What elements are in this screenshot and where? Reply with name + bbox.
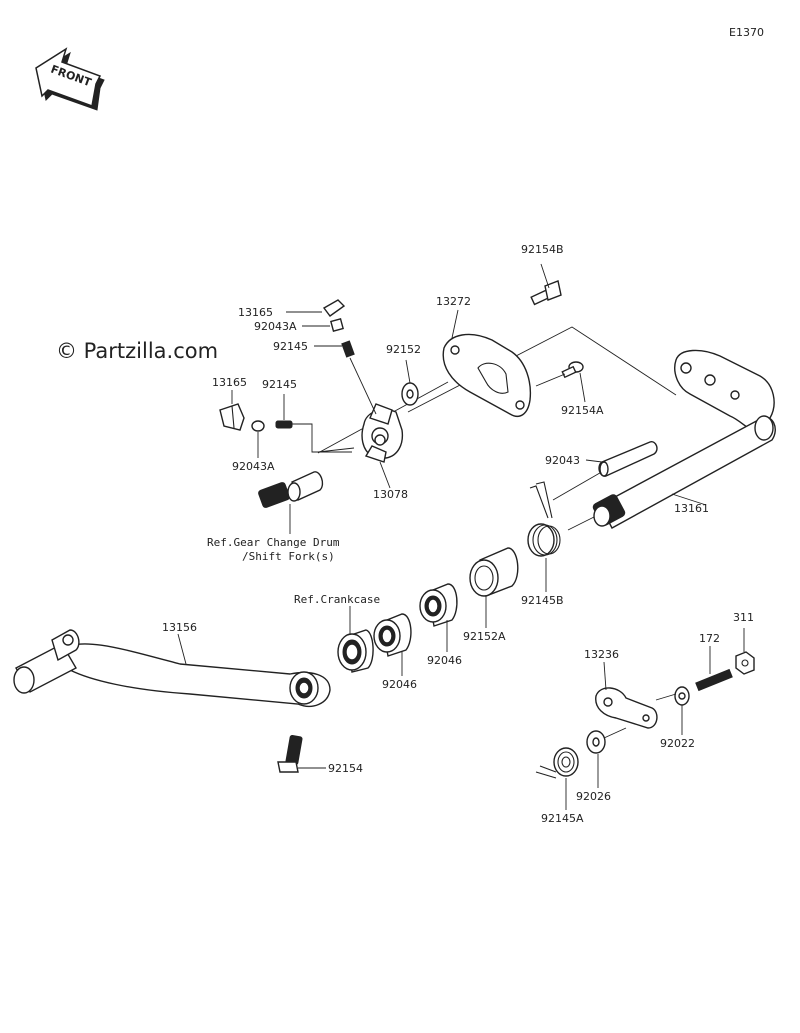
label-92043: 92043 <box>545 454 580 467</box>
pawl-13165-left <box>219 390 245 431</box>
shift-pedal-13156 <box>13 629 331 708</box>
label-92152a: 92152A <box>463 630 506 643</box>
pawl-13165-top <box>286 299 346 317</box>
oil-seal <box>337 606 374 673</box>
label-172: 172 <box>699 632 720 645</box>
bolt-172 <box>695 646 733 692</box>
bearing-92046-b <box>373 613 412 676</box>
washer-92026 <box>586 727 627 788</box>
spring-92145-mid <box>275 394 352 453</box>
label-13272: 13272 <box>436 295 471 308</box>
label-92043a-top: 92043A <box>254 320 297 333</box>
label-92154a: 92154A <box>561 404 604 417</box>
label-13078: 13078 <box>373 488 408 501</box>
spring-92145-top <box>314 340 377 415</box>
label-13165-left: 13165 <box>212 376 247 389</box>
washer-92152 <box>401 359 419 406</box>
pin-92043 <box>585 441 658 477</box>
label-13165-top: 13165 <box>238 306 273 319</box>
front-arrow-icon: FRONT <box>35 47 105 111</box>
spring-92145b <box>527 481 561 592</box>
ref-gear-change-drum-line2: /Shift Fork(s) <box>242 550 335 563</box>
label-92022: 92022 <box>660 737 695 750</box>
label-92145-top: 92145 <box>273 340 308 353</box>
screw-92154a <box>535 361 586 403</box>
label-92152: 92152 <box>386 343 421 356</box>
lever-13236 <box>595 661 677 729</box>
spring-92145a <box>535 747 579 810</box>
plate-13272 <box>442 309 532 418</box>
shaft-13161 <box>592 349 776 529</box>
bolt-92154b <box>530 263 562 306</box>
bolt-92154 <box>277 734 326 773</box>
diagram-code: E1370 <box>729 26 764 39</box>
label-92026: 92026 <box>576 790 611 803</box>
bearing-92046-a <box>419 583 458 652</box>
label-311: 311 <box>733 611 754 624</box>
label-92145-mid: 92145 <box>262 378 297 391</box>
ref-gear-change-drum-line1: Ref.Gear Change Drum <box>207 536 340 549</box>
ref-crankcase: Ref.Crankcase <box>294 593 380 606</box>
washer-92022 <box>674 686 690 735</box>
shift-shaft-assembly-13078 <box>361 403 404 489</box>
label-13236: 13236 <box>584 648 619 661</box>
pin-92043a-top <box>302 318 344 332</box>
label-92046-a: 92046 <box>427 654 462 667</box>
label-92145b: 92145B <box>521 594 564 607</box>
label-13161: 13161 <box>674 502 709 515</box>
label-92043a-left: 92043A <box>232 460 275 473</box>
label-92154: 92154 <box>328 762 363 775</box>
label-92154b: 92154B <box>521 243 564 256</box>
label-92046-b: 92046 <box>382 678 417 691</box>
label-13156: 13156 <box>162 621 197 634</box>
watermark: © Partzilla.com <box>56 339 218 363</box>
pin-92043a-left <box>251 420 265 458</box>
nut-311 <box>735 628 755 675</box>
collar-92152a <box>469 547 519 628</box>
shaft-stub <box>258 471 324 534</box>
label-92145a: 92145A <box>541 812 584 825</box>
